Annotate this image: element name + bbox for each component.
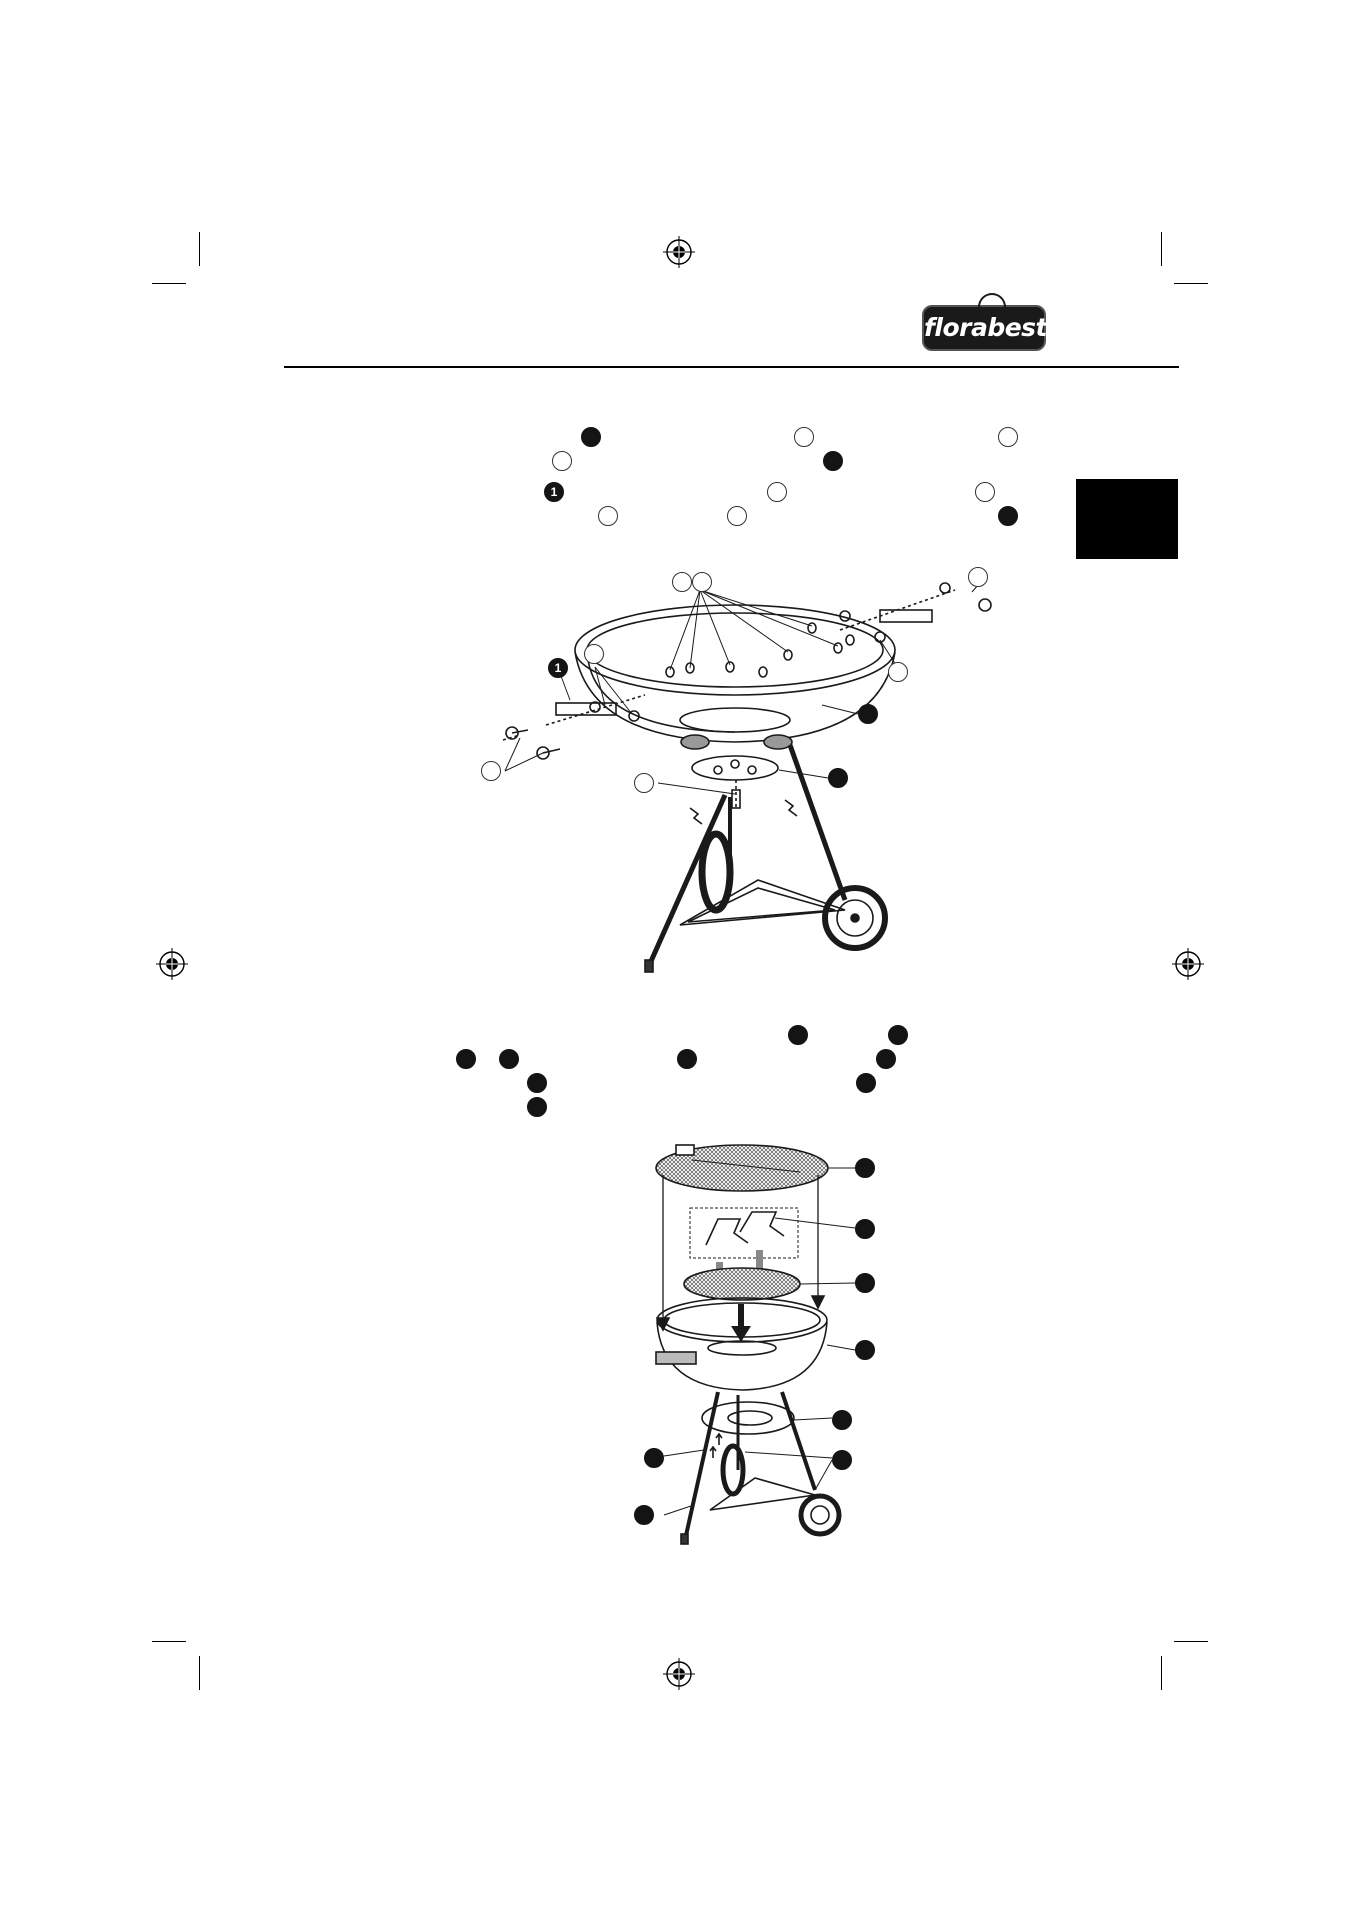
callout-one: 1 [544,482,564,502]
registration-mark-icon [156,948,188,980]
language-tab [1076,479,1178,559]
leaf-icon [978,293,1006,309]
callout-one-figure: 1 [548,658,568,678]
registration-mark-icon [1172,948,1204,980]
registration-mark-icon [663,1658,695,1690]
logo-text: florabest [924,313,1048,342]
registered-mark: ® [1047,315,1055,324]
header-rule [284,366,1179,368]
registration-mark-icon [663,236,695,268]
florabest-logo: florabest® [922,293,1055,351]
